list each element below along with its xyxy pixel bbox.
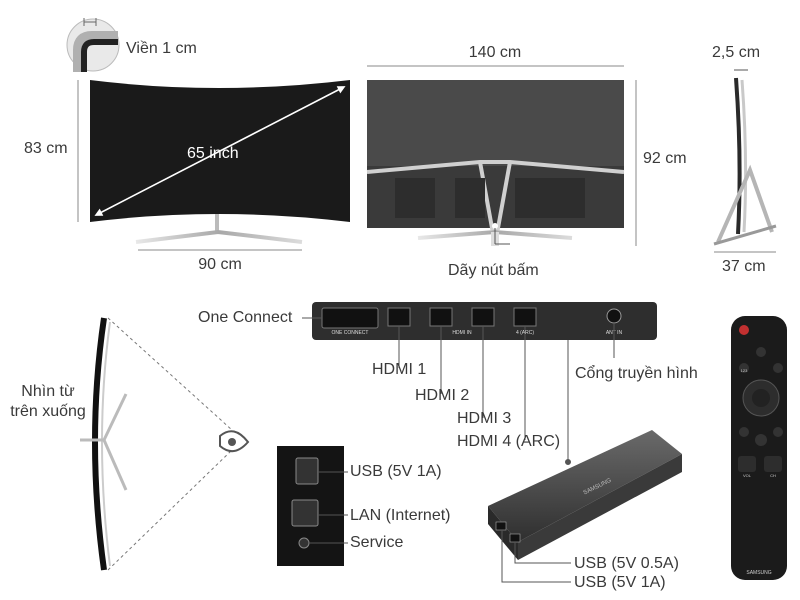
service-label: Service — [350, 534, 404, 551]
hdmi2-label: HDMI 2 — [415, 387, 470, 404]
port-text-one-connect: ONE CONNECT — [332, 330, 369, 336]
antenna-label: Cổng truyền hình — [575, 365, 698, 382]
stand-depth-label: 37 cm — [722, 258, 766, 275]
buttons-label: Dãy nút bấm — [448, 262, 539, 279]
top-view-label: Nhìn từ trên xuống — [10, 383, 86, 420]
remote-text-vol: VOL — [743, 473, 752, 478]
top-view — [80, 317, 250, 571]
hdmi4-label: HDMI 4 (ARC) — [457, 433, 561, 450]
rear-height-label: 92 cm — [643, 150, 687, 167]
power-button — [739, 325, 749, 335]
bezel-zoom — [66, 18, 120, 72]
remote-control: 123 VOL CH SAMSUNG — [731, 316, 787, 580]
rear-tv — [366, 80, 625, 246]
usb-box-1-label: USB (5V 0.5A) — [574, 555, 679, 572]
port-text-hdmi-in: HDMI IN — [452, 330, 472, 336]
bezel-label: Viền 1 cm — [126, 40, 197, 57]
one-connect-box: ONE CONNECT HDMI IN 4 (ARC) ANT IN — [312, 302, 657, 340]
diagonal-label: 65 inch — [187, 145, 239, 162]
front-tv — [90, 80, 350, 244]
one-connect-label: One Connect — [198, 309, 293, 326]
stand-width-label: 90 cm — [198, 256, 242, 273]
remote-brand-text: SAMSUNG — [746, 570, 771, 576]
hdmi3-label: HDMI 3 — [457, 410, 512, 427]
usb-box-2-label: USB (5V 1A) — [574, 574, 666, 591]
front-width-label: 140 cm — [468, 44, 522, 61]
side-profile — [713, 77, 777, 246]
height-label: 83 cm — [24, 140, 68, 157]
side-ports-photo — [277, 446, 344, 566]
one-connect-mini-box: SAMSUNG — [488, 430, 682, 560]
usb-side-label: USB (5V 1A) — [350, 463, 442, 480]
lan-label: LAN (Internet) — [350, 507, 451, 524]
port-pointers — [302, 317, 615, 465]
depth-label: 2,5 cm — [712, 44, 761, 61]
remote-text-ch: CH — [770, 473, 776, 478]
hdmi1-label: HDMI 1 — [372, 361, 427, 378]
remote-text-123: 123 — [741, 368, 748, 373]
